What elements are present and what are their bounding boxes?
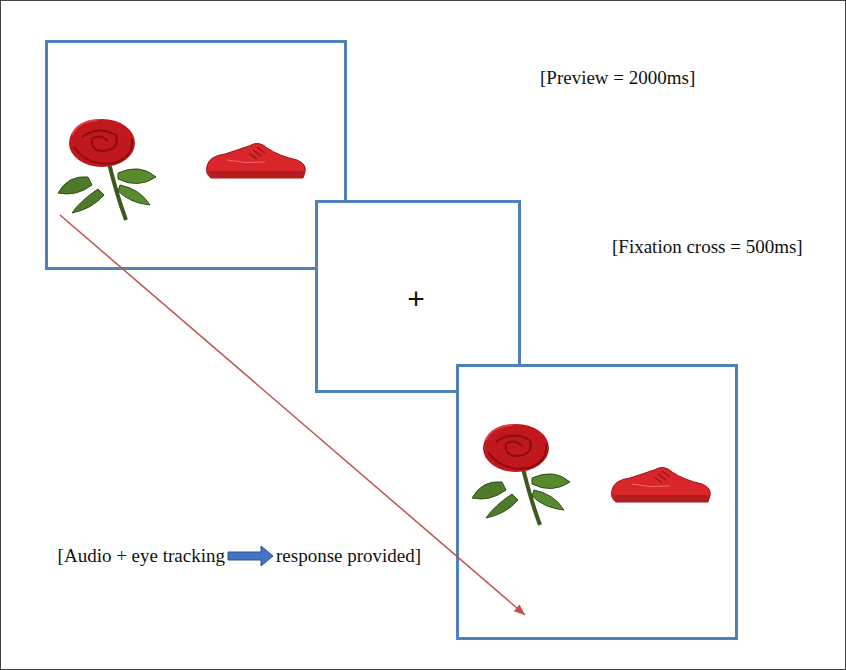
- phase-label: response provided]: [276, 545, 421, 568]
- fixation-cross: +: [407, 284, 425, 314]
- sequence-arrow: [60, 215, 525, 615]
- phase-label: [Preview = 2000ms]: [540, 67, 695, 90]
- phase-label: [Fixation cross = 500ms]: [612, 236, 803, 259]
- arrowhead: [514, 604, 525, 615]
- phase-label: [Audio + eye tracking: [58, 545, 225, 568]
